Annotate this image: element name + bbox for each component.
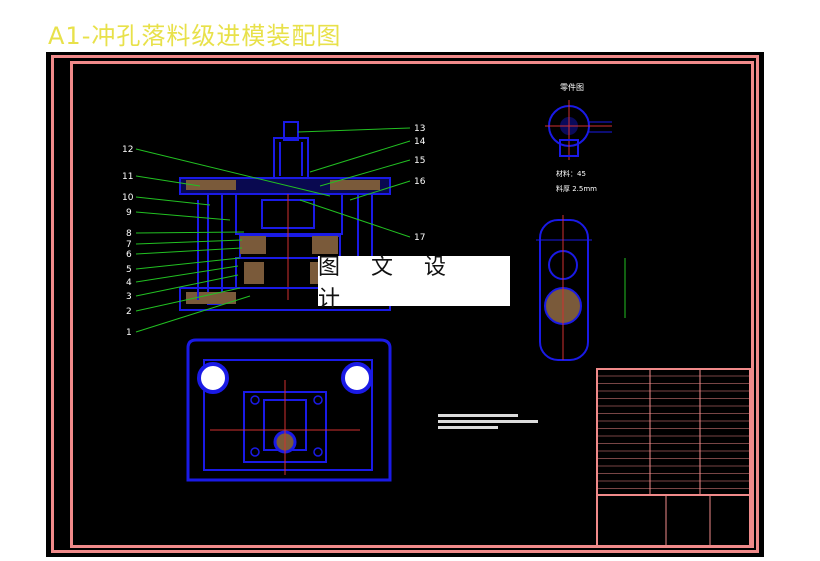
callout-9: 9 [126,208,132,218]
callout-12: 12 [122,145,133,155]
callout-10: 10 [122,193,134,203]
watermark-overlay: 图 文 设 计 [318,255,510,312]
callout-4: 4 [126,278,132,288]
callout-16: 16 [414,177,426,187]
material-line: 材料：45 [556,169,586,178]
part-detail [545,100,612,160]
callout-15: 15 [414,156,425,166]
thickness-line: 料厚 2.5mm [556,184,597,193]
callout-17: 17 [414,233,425,243]
top-view [186,338,392,482]
callout-2: 2 [126,307,132,317]
callout-11: 11 [122,172,133,182]
callout-7: 7 [126,240,132,250]
inner-frame [70,61,754,548]
strip-layout [536,215,626,361]
outer-frame [51,55,759,553]
callout-1: 1 [126,328,132,338]
callout-8: 8 [126,229,132,239]
callout-leaders [135,127,411,333]
technical-notes [438,414,538,429]
callout-6: 6 [126,250,132,260]
callout-14: 14 [414,137,426,147]
callout-3: 3 [126,292,132,302]
callout-5: 5 [126,265,132,275]
title-block [596,368,751,547]
part-label: 零件图 [560,82,584,92]
drawing-title: A1-冲孔落料级进模装配图 [48,22,342,50]
callout-13: 13 [414,124,425,134]
